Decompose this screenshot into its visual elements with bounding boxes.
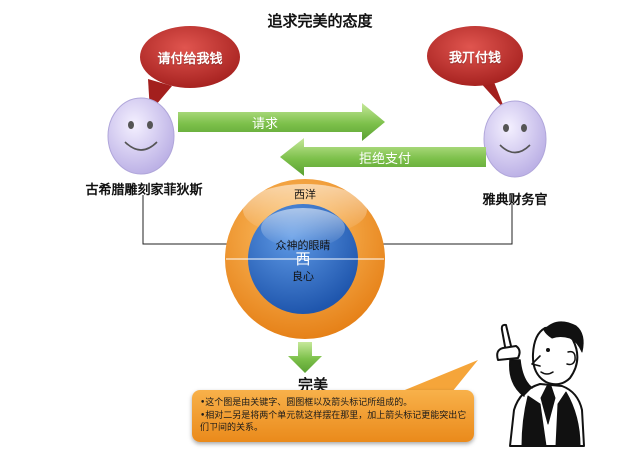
note-callout-pointer <box>400 360 478 392</box>
right-person-label: 雅典财务官 <box>482 193 548 208</box>
connector-lines <box>142 195 513 245</box>
outer-ring-label: 西洋 <box>294 188 316 201</box>
left-person-label: 古希腊雕刻家菲狄斯 <box>85 183 203 198</box>
left-bubble-text: 请付给我钱 <box>157 52 223 67</box>
inner-circle-top-label: 众神的眼睛 <box>275 239 331 252</box>
refuse-arrow-label: 拒绝支付 <box>358 152 411 167</box>
right-smiley-icon <box>483 100 547 178</box>
request-arrow-label: 请求 <box>251 117 278 132</box>
inner-circle-bottom-label: 良心 <box>292 270 314 283</box>
note-line: •相对二另是将两个单元就这样摆在那里，加上箭头标记更能突出它们ㄗ间的关系。 <box>200 411 467 433</box>
refuse-arrow <box>280 138 486 176</box>
left-smiley-icon <box>107 97 175 175</box>
thinking-man-illustration <box>496 321 585 447</box>
page-title: 追求完美的态度 <box>267 12 373 30</box>
result-label: 完美 <box>297 376 328 394</box>
right-bubble-text: 我丌付钱 <box>448 51 501 66</box>
inner-circle-middle-label: 西 <box>295 250 311 268</box>
down-arrow <box>288 342 322 373</box>
left-speech-bubble <box>140 26 240 112</box>
right-speech-bubble <box>427 26 523 110</box>
note-box <box>192 390 474 442</box>
request-arrow <box>178 103 385 141</box>
note-line: •这个图是由关键字、圆图框以及箭头标记所组成的。 <box>200 398 413 408</box>
